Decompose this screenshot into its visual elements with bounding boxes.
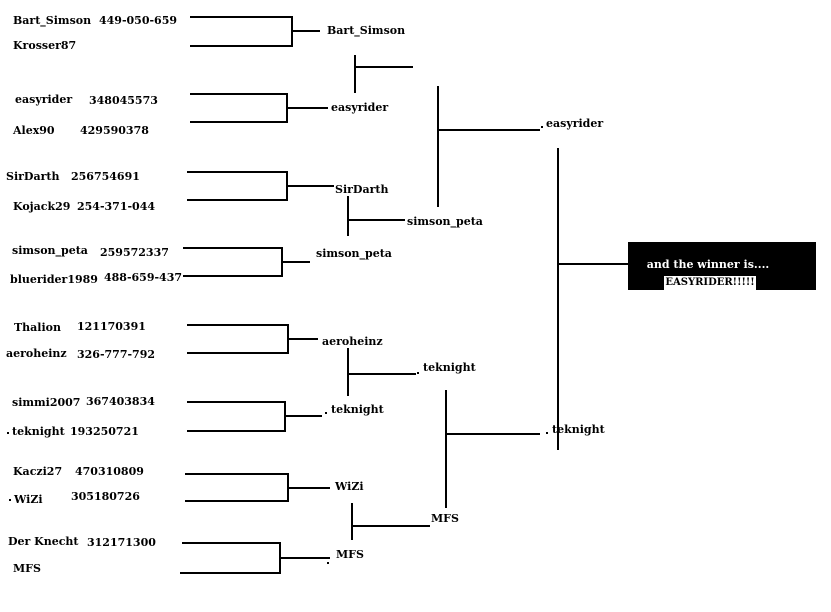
r2-w7-name: WiZi	[335, 480, 364, 493]
bracket-r1-m8	[180, 542, 330, 574]
r4-w1-dot	[541, 126, 543, 128]
r1-m7-p2-dot	[9, 499, 11, 501]
bracket-r1-m1	[190, 16, 320, 47]
r2-w1-name: Bart_Simson	[327, 24, 406, 37]
r4-w2-dot	[546, 432, 548, 434]
r1-m7-p2-name: WiZi	[14, 493, 43, 506]
r1-m8-p1-name: Der Knecht	[8, 535, 79, 548]
bracket-r1-m2	[190, 93, 328, 123]
r2-w8-dot	[327, 562, 329, 564]
r2-w6-dot	[325, 412, 327, 414]
r1-m3-p2-number: 254-371-044	[77, 200, 156, 213]
bracket-r1-m5	[187, 324, 318, 354]
bracket-r2-b	[347, 196, 405, 236]
r1-m6-p2-number: 193250721	[70, 425, 139, 438]
r3-w3-dot	[417, 372, 419, 374]
r1-m1-p1-number: 449-050-659	[99, 14, 178, 27]
r1-m5-p1-name: Thalion	[14, 321, 62, 334]
r1-m6-p2-dot	[7, 432, 9, 434]
r2-w6-name: teknight	[331, 403, 384, 416]
r1-m6-p1-number: 367403834	[86, 395, 155, 408]
r1-m2-p2-number: 429590378	[80, 124, 149, 137]
r1-m7-p2-number: 305180726	[71, 490, 140, 503]
winner-announcement: and the winner is....	[646, 258, 770, 271]
bracket-r1-m6	[187, 401, 322, 432]
r1-m6-p1-name: simmi2007	[12, 396, 81, 409]
bracket-r2-top	[354, 55, 413, 93]
r1-m3-p1-number: 256754691	[71, 170, 140, 183]
r4-w2-name: teknight	[552, 423, 605, 436]
r1-m2-p1-name: easyrider	[15, 93, 73, 106]
r2-w5-name: aeroheinz	[322, 335, 383, 348]
bracket-r2-c	[347, 348, 416, 396]
r3-w2-name: simson_peta	[407, 215, 483, 228]
r1-m5-p2-number: 326-777-792	[77, 348, 156, 361]
r1-m3-p2-name: Kojack29	[13, 200, 71, 213]
r1-m1-p1-name: Bart_Simson	[13, 14, 92, 27]
r1-m4-p2-number: 488-659-437	[104, 271, 183, 284]
r1-m5-p2-name: aeroheinz	[6, 347, 67, 360]
r1-m2-p2-name: Alex90	[13, 124, 55, 137]
bracket-r1-m3	[187, 171, 334, 201]
r1-m3-p1-name: SirDarth	[6, 170, 60, 183]
r1-m4-p2-name: bluerider1989	[10, 273, 98, 286]
bracket-r1-m7	[185, 473, 330, 502]
r1-m6-p2-name: teknight	[12, 425, 65, 438]
r2-w2-name: easyrider	[331, 101, 389, 114]
r1-m5-p1-number: 121170391	[77, 320, 146, 333]
r2-w4-name: simson_peta	[316, 247, 392, 260]
r1-m4-p1-number: 259572337	[100, 246, 169, 259]
r1-m7-p1-number: 470310809	[75, 465, 144, 478]
r1-m7-p1-name: Kaczi27	[13, 465, 63, 478]
bracket-r3-upper	[437, 86, 540, 207]
r1-m1-p2-name: Krosser87	[13, 39, 77, 52]
winner-name-plate: EASYRIDER!!!!!	[664, 276, 756, 290]
r2-w8-name: MFS	[336, 548, 364, 561]
r1-m8-p2-name: MFS	[13, 562, 41, 575]
bracket-r3-lower	[445, 390, 540, 508]
r3-w3-name: teknight	[423, 361, 476, 374]
r2-w3-name: SirDarth	[335, 183, 389, 196]
bracket-r2-d	[351, 503, 430, 540]
r4-w1-name: easyrider	[546, 117, 604, 130]
bracket-final	[557, 148, 628, 450]
r1-m2-p1-number: 348045573	[89, 94, 158, 107]
winner-name: EASYRIDER!!!!!	[665, 277, 755, 288]
winner-box: and the winner is.... EASYRIDER!!!!!	[628, 242, 816, 290]
r3-w4-name: MFS	[431, 512, 459, 525]
r1-m8-p1-number: 312171300	[87, 536, 156, 549]
r1-m4-p1-name: simson_peta	[12, 244, 88, 257]
bracket-r1-m4	[183, 247, 310, 277]
